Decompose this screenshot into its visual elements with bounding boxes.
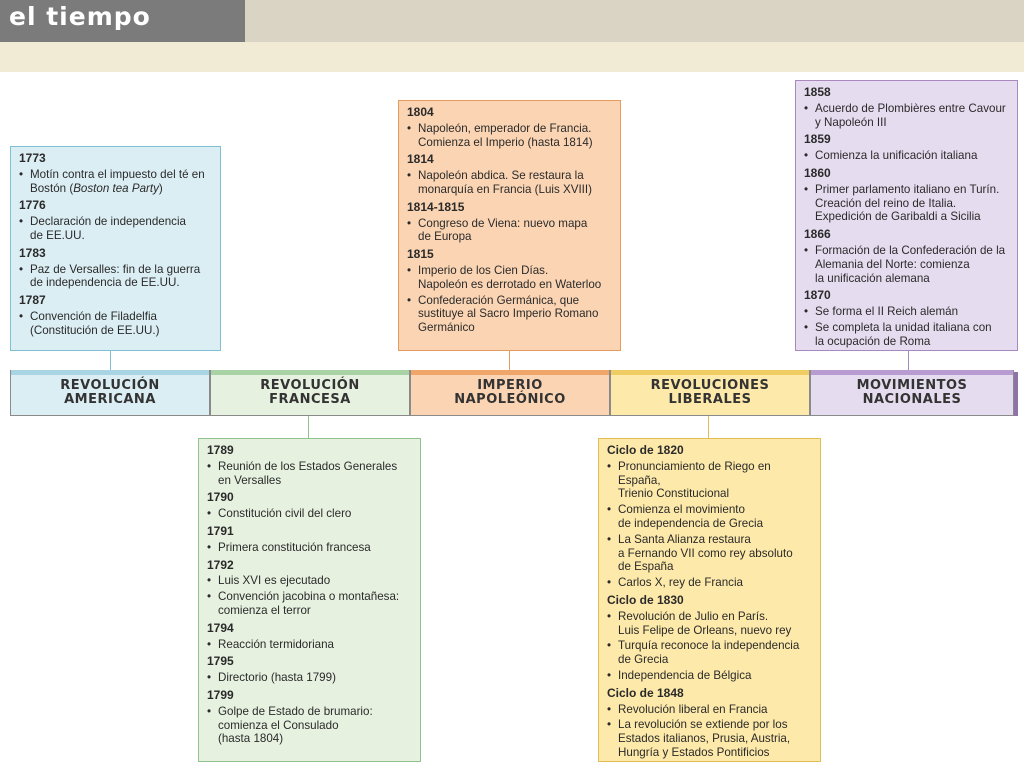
period-cap: [11, 370, 209, 375]
period-label: REVOLUCIÓN AMERICANA: [60, 378, 160, 407]
event-item: Turquía reconoce la independencia de Gre…: [607, 639, 813, 667]
event-item: Paz de Versalles: fin de la guerra de in…: [19, 263, 213, 291]
event-item: Reacción termidoriana: [207, 638, 413, 652]
event-item: Comienza la unificación italiana: [804, 149, 1010, 163]
event-item: Carlos X, rey de Francia: [607, 576, 813, 590]
period-cap: [411, 370, 609, 375]
event-year: 1858: [804, 85, 831, 99]
connector-nacionales: [908, 351, 909, 370]
connector-napoleonico: [509, 351, 510, 370]
period-label: REVOLUCIONES LIBERALES: [650, 378, 770, 407]
connector-liberales: [708, 416, 709, 438]
period-movimientos-nacionales: MOVIMIENTOS NACIONALES: [810, 370, 1014, 416]
connector-francesa: [308, 416, 309, 438]
event-item: Convención de Filadelfia (Constitución d…: [19, 310, 213, 338]
event-year: 1794: [207, 620, 234, 635]
period-revolucion-americana: REVOLUCIÓN AMERICANA: [10, 370, 210, 416]
event-item: Golpe de Estado de brumario: comienza el…: [207, 705, 413, 746]
event-year: 1860: [804, 165, 831, 180]
event-item: Directorio (hasta 1799): [207, 671, 413, 685]
event-item: Independencia de Bélgica: [607, 669, 813, 683]
events-box-movimientos-nacionales: 1858Acuerdo de Plombières entre Cavour y…: [795, 80, 1018, 351]
event-year: 1799: [207, 687, 234, 702]
event-year: 1773: [19, 151, 46, 165]
events-box-revolucion-americana: 1773Motín contra el impuesto del té en B…: [10, 146, 221, 351]
events-box-imperio-napoleonico: 1804Napoleón, emperador de Francia. Comi…: [398, 100, 621, 351]
period-imperio-napoleonico: IMPERIO NAPOLEÓNICO: [410, 370, 610, 416]
period-revolucion-francesa: REVOLUCIÓN FRANCESA: [210, 370, 410, 416]
event-item: La Santa Alianza restaura a Fernando VII…: [607, 533, 813, 574]
event-item: Reunión de los Estados Generales en Vers…: [207, 460, 413, 488]
event-item: Formación de la Confederación de la Alem…: [804, 244, 1010, 285]
event-year: Ciclo de 1820: [607, 443, 684, 457]
event-item: Se completa la unidad italiana con la oc…: [804, 321, 1010, 349]
event-item: Convención jacobina o montañesa: comienz…: [207, 590, 413, 618]
event-item: Congreso de Viena: nuevo mapa de Europa: [407, 217, 613, 245]
event-item-emphasis: Boston tea Party: [73, 181, 159, 195]
event-year: 1870: [804, 288, 831, 303]
bar-end-shadow: [1014, 372, 1018, 416]
event-item: Constitución civil del clero: [207, 507, 413, 521]
event-year: 1866: [804, 227, 831, 242]
period-revoluciones-liberales: REVOLUCIONES LIBERALES: [610, 370, 810, 416]
event-year: 1791: [207, 523, 234, 538]
header-subband: [0, 42, 1024, 72]
event-item: Revolución de Julio en París. Luis Felip…: [607, 610, 813, 638]
event-item: Se forma el II Reich alemán: [804, 305, 1010, 319]
events-box-revolucion-francesa: 1789Reunión de los Estados Generales en …: [198, 438, 421, 762]
event-year: 1804: [407, 105, 434, 119]
event-item: Confederación Germánica, que sustituye a…: [407, 294, 613, 335]
event-item: Primera constitución francesa: [207, 541, 413, 555]
event-item: Napoleón, emperador de Francia. Comienza…: [407, 122, 613, 150]
event-year: Ciclo de 1830: [607, 592, 684, 607]
event-year: 1795: [207, 654, 234, 669]
event-item: Napoleón abdica. Se restaura la monarquí…: [407, 169, 613, 197]
title-tab: el tiempo: [0, 0, 245, 42]
event-year: 1859: [804, 132, 831, 147]
event-item: Luis XVI es ejecutado: [207, 574, 413, 588]
period-cap: [811, 370, 1013, 375]
period-cap: [211, 370, 409, 375]
connector-americana: [110, 351, 111, 370]
event-year: 1814: [407, 152, 434, 167]
event-year: 1814-1815: [407, 199, 465, 214]
event-year: 1783: [19, 245, 46, 260]
event-item: La revolución se extiende por los Estado…: [607, 718, 813, 759]
period-label: REVOLUCIÓN FRANCESA: [260, 378, 360, 407]
event-item: Motín contra el impuesto del té en Bostó…: [19, 168, 213, 196]
event-year: Ciclo de 1848: [607, 685, 684, 700]
event-year: 1792: [207, 557, 234, 572]
event-item: Pronunciamiento de Riego en España, Trie…: [607, 460, 813, 501]
event-item: Revolución liberal en Francia: [607, 703, 813, 717]
period-label: IMPERIO NAPOLEÓNICO: [454, 378, 566, 407]
event-year: 1776: [19, 198, 46, 213]
period-label: MOVIMIENTOS NACIONALES: [856, 378, 968, 407]
event-item: Comienza el movimiento de independencia …: [607, 503, 813, 531]
event-item: Declaración de independencia de EE.UU.: [19, 215, 213, 243]
event-year: 1787: [19, 293, 46, 308]
event-year: 1789: [207, 443, 234, 457]
events-box-revoluciones-liberales: Ciclo de 1820Pronunciamiento de Riego en…: [598, 438, 821, 762]
period-cap: [611, 370, 809, 375]
event-item: Imperio de los Cien Días. Napoleón es de…: [407, 264, 613, 292]
page-title: el tiempo: [9, 2, 151, 31]
event-year: 1815: [407, 247, 434, 262]
event-item: Acuerdo de Plombières entre Cavour y Nap…: [804, 102, 1010, 130]
event-year: 1790: [207, 490, 234, 505]
event-item: Primer parlamento italiano en Turín. Cre…: [804, 183, 1010, 224]
